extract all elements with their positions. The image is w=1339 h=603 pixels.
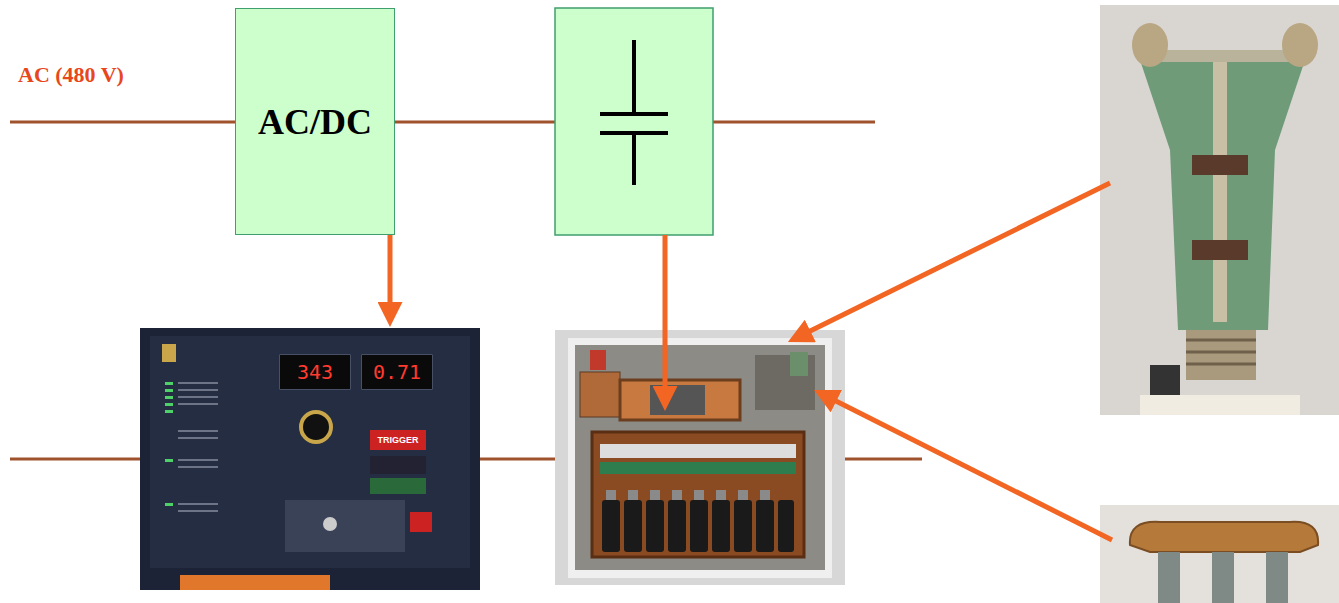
- process-box: AC/DC: [235, 8, 395, 235]
- pointer-arrow: [390, 183, 1112, 540]
- led-display: 343: [280, 355, 350, 389]
- capacitor-box: [555, 8, 713, 235]
- capacitor-symbol: [600, 40, 668, 185]
- button-label: TRIGGER: [370, 430, 426, 450]
- cabinet-photo: [555, 330, 845, 585]
- led-display: 0.71: [362, 355, 432, 389]
- copper-bus-photo: [1100, 505, 1339, 603]
- spark-gap-photo: [1100, 5, 1339, 415]
- box-text: AC/DC: [258, 101, 372, 143]
- input-label: AC (480 V): [18, 62, 124, 88]
- control-panel-photo: [140, 328, 480, 590]
